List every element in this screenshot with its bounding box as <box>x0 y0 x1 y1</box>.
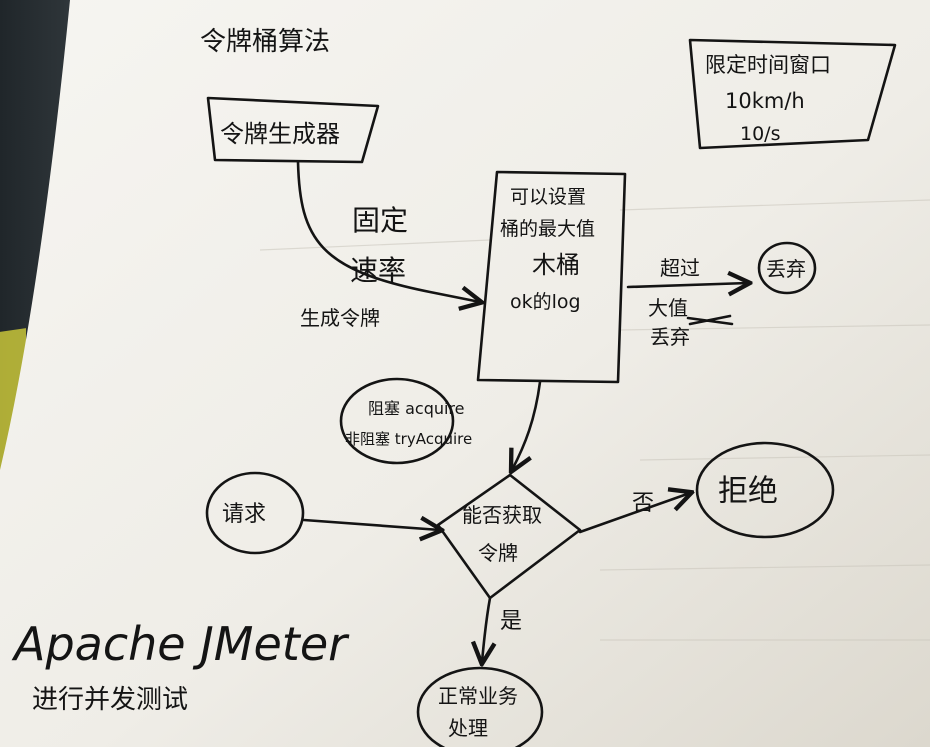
discard-circle <box>757 241 817 295</box>
footer-line-1: Apache JMeter <box>11 617 350 671</box>
acquire-line-1: 阻塞 acquire <box>368 399 465 418</box>
acquire-ellipse <box>339 377 455 465</box>
acquire-line-2: 非阻塞 tryAcquire <box>345 430 472 448</box>
generator-box <box>206 96 380 164</box>
rate-line-1: 固定 <box>352 204 408 237</box>
reject-circle-label: 拒绝 <box>718 474 778 509</box>
accept-circle-line-2: 处理 <box>448 716 488 740</box>
request-circle <box>205 471 305 555</box>
note-line-3: 10/s <box>740 123 780 145</box>
request-label: 请求 <box>222 502 266 527</box>
reject-circle <box>695 441 835 539</box>
bucket-to-decision-arrow <box>512 380 542 470</box>
note-line-2: 10km/h <box>725 89 805 113</box>
bucket-line-1: 可以设置 <box>510 186 586 208</box>
accept-arrow <box>482 596 490 662</box>
footer-line-2: 进行并发测试 <box>32 685 188 715</box>
decision-line-2: 令牌 <box>478 541 518 565</box>
bucket-line-2: 桶的最大值 <box>500 218 595 240</box>
overflow-caption-2: 丢弃 <box>650 325 690 349</box>
accept-circle <box>416 666 544 747</box>
overflow-arrow <box>626 283 748 287</box>
bucket-box <box>476 170 627 384</box>
page-title: 令牌桶算法 <box>200 27 330 57</box>
rate-arrow <box>296 160 480 302</box>
note-box <box>688 38 897 150</box>
note-line-1: 限定时间窗口 <box>705 53 831 77</box>
overflow-arrow-label: 超过 <box>660 256 700 280</box>
rate-line-3: 生成令牌 <box>300 306 380 330</box>
rate-line-2: 速率 <box>350 254 406 287</box>
accept-circle-line-1: 正常业务 <box>438 684 518 708</box>
request-arrow <box>302 520 440 530</box>
scribble-mark <box>686 314 734 326</box>
decision-line-1: 能否获取 <box>462 503 542 527</box>
overflow-caption-1: 大值 <box>648 296 688 320</box>
bleed-through-lines <box>259 199 930 641</box>
accept-arrow-label: 是 <box>500 609 522 634</box>
generator-label: 令牌生成器 <box>220 120 340 148</box>
bucket-line-4: ok的log <box>510 291 581 313</box>
discard-circle-label: 丢弃 <box>766 257 806 281</box>
reject-arrow-label: 否 <box>632 491 654 516</box>
bucket-line-3: 木桶 <box>532 251 580 279</box>
reject-arrow <box>578 493 690 534</box>
